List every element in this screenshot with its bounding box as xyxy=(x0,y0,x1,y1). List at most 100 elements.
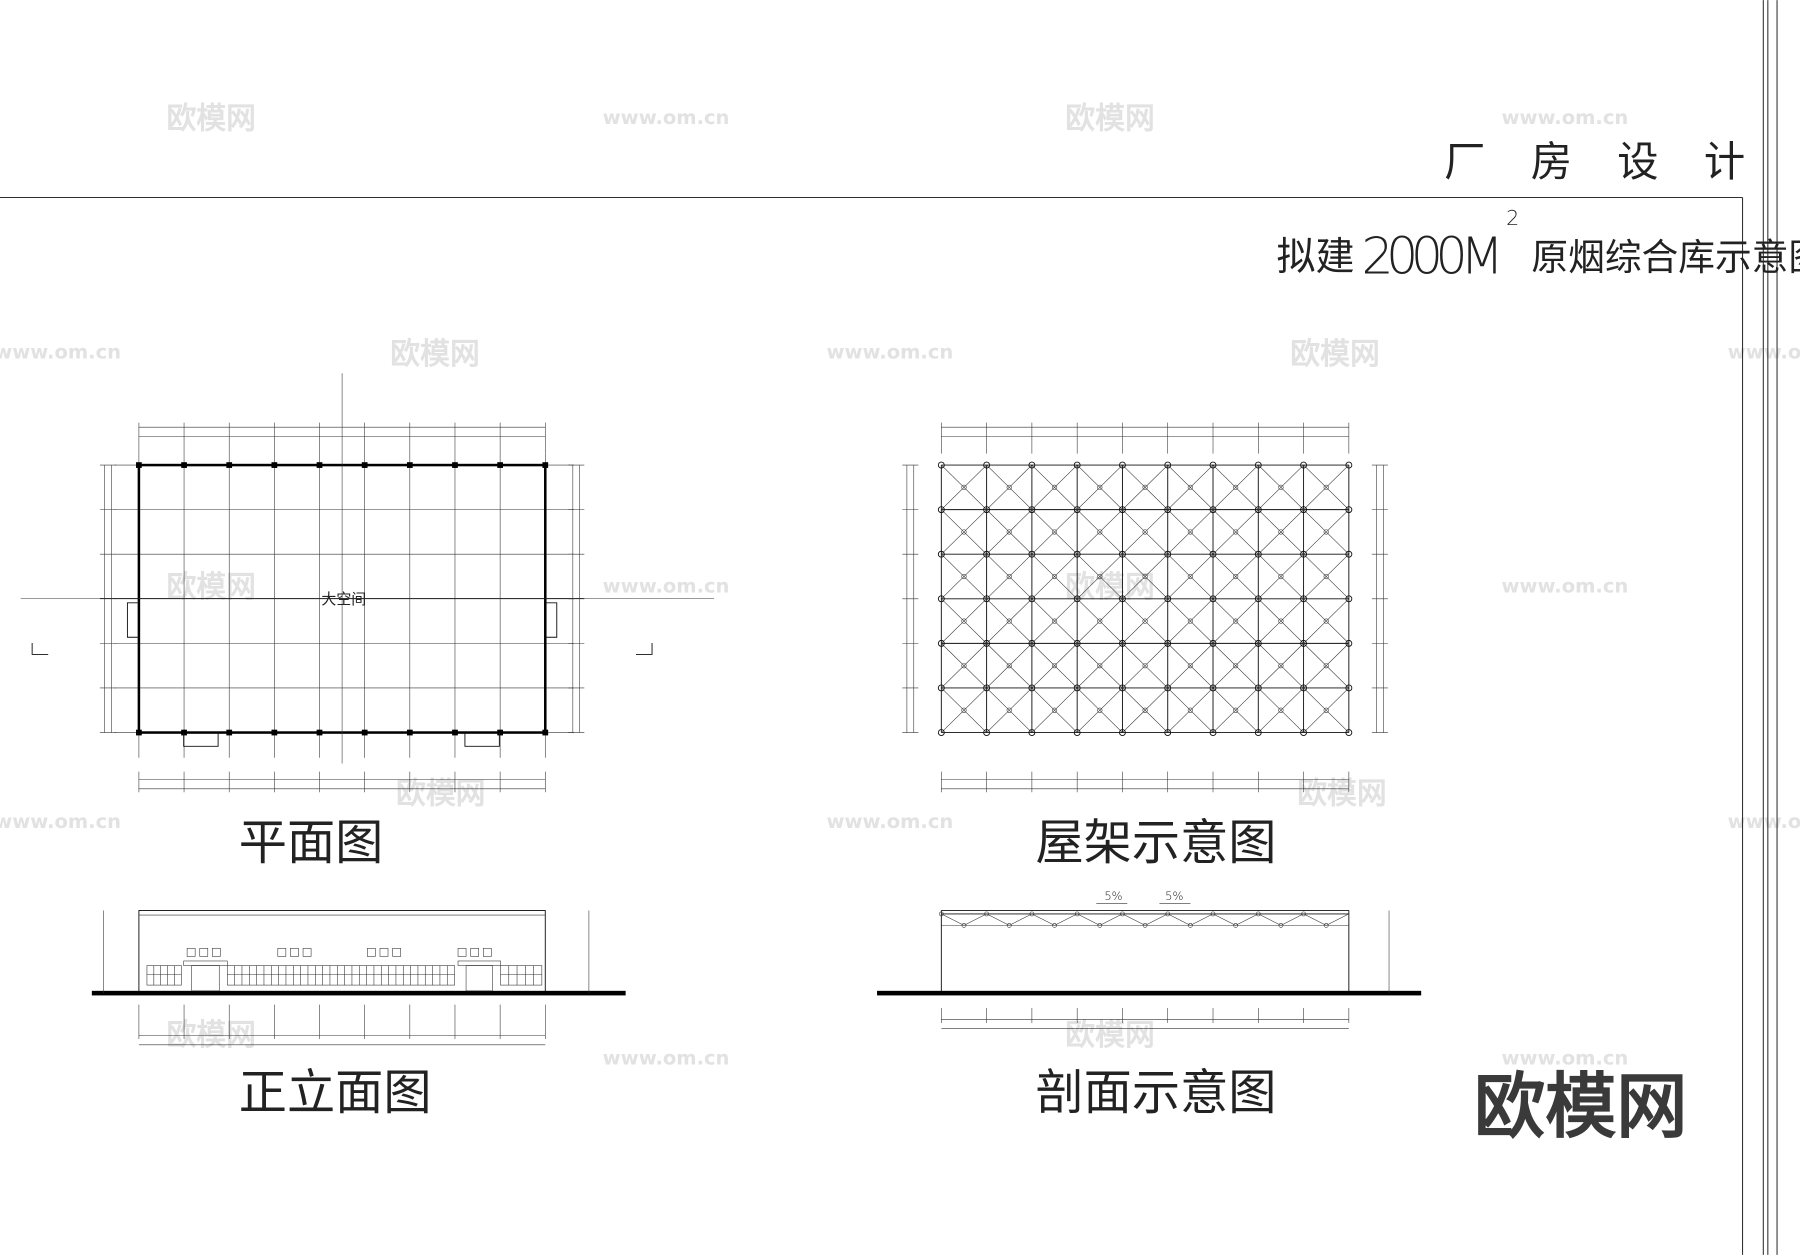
truss-node xyxy=(983,461,991,469)
truss-diagonal xyxy=(1031,643,1078,689)
truss-node xyxy=(1028,595,1036,603)
high-window xyxy=(367,948,376,957)
truss-diagonal xyxy=(1167,687,1214,733)
truss-node xyxy=(1278,573,1284,580)
truss-node xyxy=(1323,484,1329,490)
truss-node xyxy=(1119,684,1126,692)
watermark-url: www.om.cn xyxy=(603,106,730,129)
truss-node xyxy=(1209,595,1217,603)
truss-node xyxy=(1323,529,1329,535)
high-window xyxy=(302,948,312,957)
truss-diagonal xyxy=(1303,509,1350,555)
truss-node xyxy=(961,573,967,580)
truss-node xyxy=(1300,684,1308,692)
truss-diagonal xyxy=(1031,554,1078,600)
roof-truss-plan xyxy=(902,422,1388,793)
truss-diagonal xyxy=(1303,598,1350,644)
roof-title: 屋架示意图 xyxy=(1035,815,1276,871)
truss-node xyxy=(938,911,944,917)
truss-node xyxy=(1209,729,1217,736)
truss-node xyxy=(1233,707,1239,713)
watermark-brand: 欧模网 xyxy=(1065,102,1154,137)
ground-line xyxy=(91,990,626,996)
truss-node xyxy=(1278,484,1284,490)
truss-node xyxy=(937,684,945,692)
column xyxy=(452,729,458,736)
truss-node xyxy=(1028,506,1036,514)
truss-node xyxy=(1097,573,1103,580)
truss-node xyxy=(983,506,991,514)
truss-node xyxy=(1119,595,1126,603)
truss-node xyxy=(1051,618,1058,624)
truss-diagonal xyxy=(1122,509,1168,555)
column xyxy=(497,462,503,468)
truss-node xyxy=(1187,618,1193,624)
truss-node xyxy=(1187,707,1193,713)
truss-node xyxy=(1074,911,1080,917)
section-mark xyxy=(31,642,653,655)
truss-node xyxy=(961,618,967,624)
truss-node xyxy=(1164,684,1172,692)
drawing-subtitle: 拟建 2000M 2 原烟综合库示意图 xyxy=(1277,206,1800,285)
front-elevation xyxy=(91,910,626,1046)
truss-node xyxy=(983,684,991,692)
truss-diagonal xyxy=(1303,464,1350,510)
column xyxy=(542,729,549,736)
high-window xyxy=(186,948,196,957)
truss-node xyxy=(1119,461,1126,469)
web-member xyxy=(1190,913,1214,926)
watermark-brand: 欧模网 xyxy=(396,777,485,812)
truss-node xyxy=(1073,550,1081,558)
truss-node xyxy=(961,923,967,928)
slope-left-label: 5% xyxy=(1104,889,1122,903)
web-member xyxy=(1258,913,1282,926)
truss-diagonal xyxy=(1258,554,1304,600)
subtitle-suffix: 原烟综合库示意图 xyxy=(1531,236,1800,279)
truss-node xyxy=(937,506,945,514)
truss-diagonal xyxy=(1258,598,1304,644)
truss-node xyxy=(1278,529,1284,535)
truss-node xyxy=(1254,461,1262,469)
column xyxy=(181,462,187,468)
truss-diagonal xyxy=(941,554,987,600)
truss-node xyxy=(1254,729,1262,736)
web-member xyxy=(1099,913,1123,926)
truss-node xyxy=(1345,461,1353,469)
window-band xyxy=(500,965,543,986)
truss-diagonal xyxy=(1031,598,1078,644)
truss-diagonal xyxy=(1258,509,1304,555)
truss-node xyxy=(1073,684,1081,692)
truss-node xyxy=(1209,550,1217,558)
watermark-url: www.om.cn xyxy=(603,574,730,597)
truss-node xyxy=(984,911,989,917)
floor-plan xyxy=(20,373,715,793)
truss-node xyxy=(1164,550,1172,558)
truss-diagonal xyxy=(1167,464,1214,510)
truss-node xyxy=(961,484,967,490)
truss-diagonal xyxy=(1167,598,1214,644)
truss-node xyxy=(1052,923,1057,928)
truss-node xyxy=(1164,639,1172,647)
truss-node xyxy=(983,639,991,647)
truss-node xyxy=(1345,506,1353,514)
truss-diagonal xyxy=(1031,687,1078,733)
truss-diagonal xyxy=(1258,643,1304,689)
truss-diagonal xyxy=(1076,554,1123,600)
watermark-brand: 欧模网 xyxy=(166,102,255,137)
high-window xyxy=(290,948,299,957)
truss-node xyxy=(937,595,945,603)
high-window xyxy=(470,948,479,957)
watermark-url: www.om.cn xyxy=(0,810,121,833)
high-window xyxy=(212,948,221,957)
truss-node xyxy=(983,729,991,736)
truss-node xyxy=(1142,484,1148,490)
truss-node xyxy=(1097,923,1103,928)
truss-diagonal xyxy=(1076,464,1123,510)
truss-diagonal xyxy=(986,554,1033,600)
watermark-url: www.om.cn xyxy=(1502,574,1629,597)
truss-node xyxy=(1164,506,1172,514)
truss-diagonal xyxy=(1303,687,1350,733)
truss-node xyxy=(1006,529,1012,535)
truss-node xyxy=(1006,923,1012,928)
sheet-title: 厂 房 设 计 xyxy=(1444,138,1761,186)
